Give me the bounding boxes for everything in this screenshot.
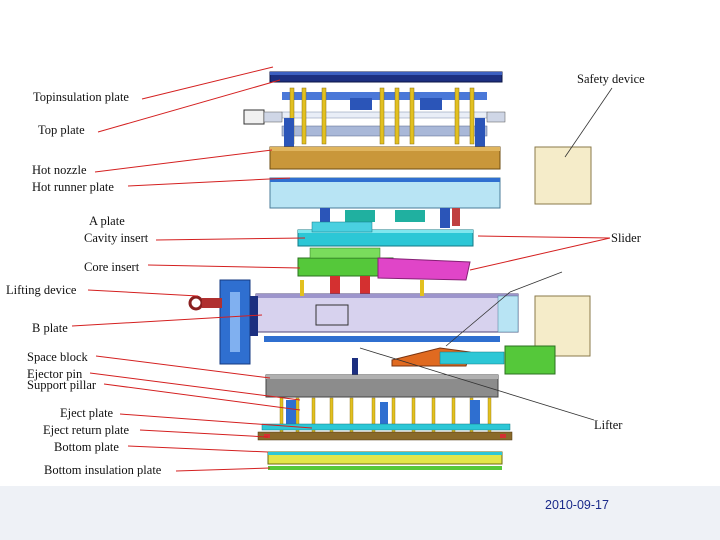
footer-date: 2010-09-17 [545, 498, 609, 512]
footer-band [0, 486, 720, 540]
label-eject-return-plate: Eject return plate [43, 423, 130, 437]
label-ejector-pin: Ejector pin [27, 367, 83, 381]
label-top-insulation-plate: Topinsulation plate [33, 90, 129, 104]
label-lifting-device: Lifting device [6, 283, 77, 297]
support-pillar-shape [265, 374, 499, 398]
top-plate-assembly [243, 87, 506, 148]
label-slider: Slider [611, 231, 641, 245]
cavity-insert-shape [297, 221, 474, 247]
slider-shape [497, 146, 592, 375]
label-top-plate: Top plate [38, 123, 85, 137]
label-bottom-insulation-plate: Bottom insulation plate [44, 463, 162, 477]
label-support-pillar: Support pillar [27, 378, 97, 392]
label-b-plate: B plate [32, 321, 68, 335]
eject-plate-shape [261, 423, 511, 431]
space-block-shape [264, 336, 505, 378]
leader-lines-dark [359, 87, 613, 421]
b-plate-shape [255, 280, 519, 333]
lifting-device-shape [188, 279, 258, 365]
leader-lines [71, 66, 611, 472]
label-hot-nozzle: Hot nozzle [32, 163, 87, 177]
label-core-insert: Core insert [84, 260, 140, 274]
bottom-insulation-plate-shape [268, 466, 502, 470]
label-eject-plate: Eject plate [60, 406, 114, 420]
core-insert-shape [297, 247, 471, 296]
label-safety-device: Safety device [577, 72, 645, 86]
label-bottom-plate: Bottom plate [54, 440, 119, 454]
a-plate-shape [269, 177, 501, 209]
label-space-block: Space block [27, 350, 88, 364]
label-lifter: Lifter [594, 418, 623, 432]
label-a-plate: A plate [89, 214, 125, 228]
label-hot-runner-plate: Hot runner plate [32, 180, 114, 194]
label-cavity-insert: Cavity insert [84, 231, 149, 245]
eject-return-plate-shape [257, 431, 513, 441]
top-insulation-plate-edge [270, 72, 502, 75]
